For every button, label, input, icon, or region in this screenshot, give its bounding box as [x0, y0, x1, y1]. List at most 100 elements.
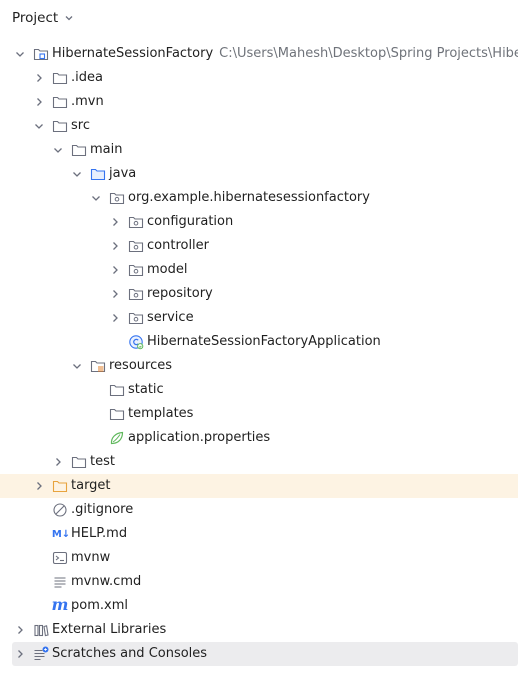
chevron-down-icon[interactable] — [71, 168, 83, 180]
tree-item-gitignore[interactable]: .gitignore — [0, 498, 518, 522]
tree-item-label: mvnw.cmd — [71, 574, 142, 589]
folder-icon — [71, 142, 87, 158]
tree-item-model[interactable]: model — [0, 258, 518, 282]
package-icon — [128, 238, 144, 254]
library-icon — [33, 622, 49, 638]
package-icon — [128, 286, 144, 302]
tree-item-repository[interactable]: repository — [0, 282, 518, 306]
package-icon — [128, 310, 144, 326]
chevron-right-icon[interactable] — [109, 264, 121, 276]
ignore-file-icon — [52, 502, 68, 518]
tree-item-mvnw-cmd[interactable]: mvnw.cmd — [0, 570, 518, 594]
root-project-name: HibernateSessionFactory — [52, 46, 214, 61]
chevron-right-icon[interactable] — [109, 312, 121, 324]
tree-item-root[interactable]: HibernateSessionFactory C:\Users\Mahesh\D… — [0, 42, 518, 66]
folder-icon — [52, 70, 68, 86]
package-icon — [128, 262, 144, 278]
tree-item-idea[interactable]: .idea — [0, 66, 518, 90]
folder-icon — [71, 454, 87, 470]
maven-file-icon: m — [51, 594, 69, 614]
tree-item-test[interactable]: test — [0, 450, 518, 474]
tree-item-label: Scratches and Consoles — [52, 646, 208, 661]
scratches-icon — [33, 646, 49, 662]
tree-item-application-properties[interactable]: application.properties — [0, 426, 518, 450]
tree-item-label: repository — [147, 286, 213, 301]
text-file-icon — [52, 574, 68, 590]
tree-item-java[interactable]: java — [0, 162, 518, 186]
folder-icon — [109, 382, 125, 398]
chevron-right-icon[interactable] — [14, 624, 26, 636]
tree-item-service[interactable]: service — [0, 306, 518, 330]
tree-item-static[interactable]: static — [0, 378, 518, 402]
tree-item-label: application.properties — [128, 430, 271, 445]
chevron-right-icon[interactable] — [33, 72, 45, 84]
chevron-right-icon[interactable] — [109, 288, 121, 300]
folder-icon — [52, 118, 68, 134]
chevron-down-icon[interactable] — [90, 192, 102, 204]
tree-item-label: java — [109, 166, 137, 181]
excluded-folder-icon — [52, 478, 68, 494]
chevron-right-icon[interactable] — [109, 216, 121, 228]
folder-icon — [109, 406, 125, 422]
tree-item-target[interactable]: target — [0, 474, 518, 498]
shell-script-icon — [52, 550, 68, 566]
tree-item-label: org.example.hibernatesessionfactory — [128, 190, 370, 205]
root-project-path: C:\Users\Mahesh\Desktop\Spring Projects\… — [219, 46, 518, 61]
chevron-down-icon[interactable] — [64, 13, 74, 23]
chevron-down-icon[interactable] — [52, 144, 64, 156]
markdown-file-icon: M↓ — [51, 528, 71, 540]
chevron-down-icon[interactable] — [71, 360, 83, 372]
resources-folder-icon — [90, 358, 106, 374]
chevron-down-icon[interactable] — [33, 120, 45, 132]
tree-item-external-libraries[interactable]: External Libraries — [0, 618, 518, 642]
chevron-right-icon[interactable] — [33, 96, 45, 108]
tree-item-label: src — [71, 118, 90, 133]
tree-item-label: .gitignore — [71, 502, 134, 517]
tree-item-label: test — [90, 454, 115, 469]
tree-item-label: target — [71, 478, 111, 493]
chevron-right-icon[interactable] — [52, 456, 64, 468]
chevron-right-icon[interactable] — [33, 480, 45, 492]
project-title: Project — [12, 10, 59, 26]
tree-item-label: configuration — [147, 214, 234, 229]
chevron-right-icon[interactable] — [109, 240, 121, 252]
tree-item-mvn[interactable]: .mvn — [0, 90, 518, 114]
tree-item-resources[interactable]: resources — [0, 354, 518, 378]
package-icon — [128, 214, 144, 230]
tree-item-label: templates — [128, 406, 194, 421]
tree-item-label: resources — [109, 358, 173, 373]
tree-item-application-class[interactable]: HibernateSessionFactoryApplication — [0, 330, 518, 354]
package-icon — [109, 190, 125, 206]
chevron-down-icon[interactable] — [14, 48, 26, 60]
chevron-right-icon[interactable] — [14, 648, 26, 660]
tree-item-label: service — [147, 310, 194, 325]
source-folder-icon — [90, 166, 106, 182]
tree-item-label: main — [90, 142, 123, 157]
tree-item-label: HELP.md — [71, 526, 128, 541]
tree-item-src[interactable]: src — [0, 114, 518, 138]
tree-item-pom[interactable]: m pom.xml — [0, 594, 518, 618]
module-folder-icon — [33, 46, 49, 62]
tree-item-label: External Libraries — [52, 622, 167, 637]
tree-item-label: mvnw — [71, 550, 111, 565]
tree-item-help-md[interactable]: M↓ HELP.md — [0, 522, 518, 546]
tree-item-mvnw[interactable]: mvnw — [0, 546, 518, 570]
tree-item-package[interactable]: org.example.hibernatesessionfactory — [0, 186, 518, 210]
spring-properties-icon — [109, 430, 125, 446]
tree-item-label: pom.xml — [71, 598, 128, 613]
tree-item-label: .mvn — [71, 94, 104, 109]
tree-item-label: model — [147, 262, 188, 277]
tree-item-scratches[interactable]: Scratches and Consoles — [12, 642, 518, 666]
tree-item-label: .idea — [71, 70, 103, 85]
tree-item-label: HibernateSessionFactoryApplication — [147, 334, 381, 349]
tree-item-configuration[interactable]: configuration — [0, 210, 518, 234]
spring-boot-class-icon — [128, 334, 144, 350]
tree-item-label: controller — [147, 238, 210, 253]
project-header[interactable]: Project — [0, 0, 518, 36]
tree-item-controller[interactable]: controller — [0, 234, 518, 258]
project-tree: HibernateSessionFactory C:\Users\Mahesh\D… — [0, 42, 518, 666]
tree-item-label: static — [128, 382, 164, 397]
tree-item-main[interactable]: main — [0, 138, 518, 162]
folder-icon — [52, 94, 68, 110]
tree-item-templates[interactable]: templates — [0, 402, 518, 426]
